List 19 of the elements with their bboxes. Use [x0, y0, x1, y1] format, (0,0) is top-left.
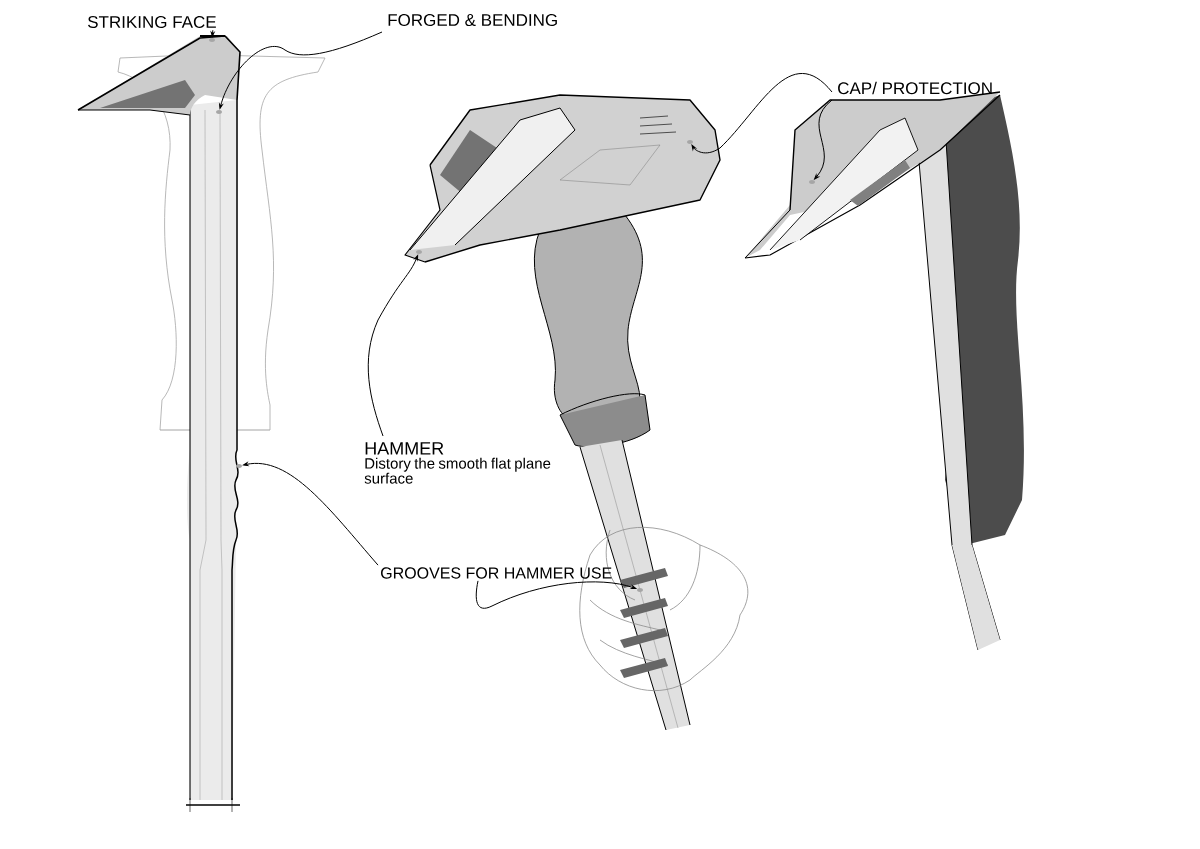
callout-label: STRIKING FACE [88, 16, 216, 29]
callout-label: CAP/ PROTECTION [838, 81, 992, 95]
tool-part [209, 38, 215, 42]
tool-part [809, 180, 815, 184]
tool-part [637, 588, 643, 592]
callout-label: GROOVES FOR HAMMER USE [381, 567, 612, 579]
leader-line [219, 31, 383, 109]
tool-part [687, 140, 693, 144]
leader-line [210, 29, 215, 37]
leader-line [367, 255, 419, 437]
tool-part [416, 250, 422, 254]
leader-line [243, 462, 379, 566]
leader-line [814, 99, 833, 180]
tool-part [216, 110, 222, 114]
callout-label: FORGED & BENDING [388, 14, 557, 27]
note-text: HAMMER Distory the smooth flat plane surface [364, 442, 551, 484]
leader-line [691, 72, 833, 154]
leader-line [475, 580, 637, 609]
tool-part [236, 464, 242, 468]
